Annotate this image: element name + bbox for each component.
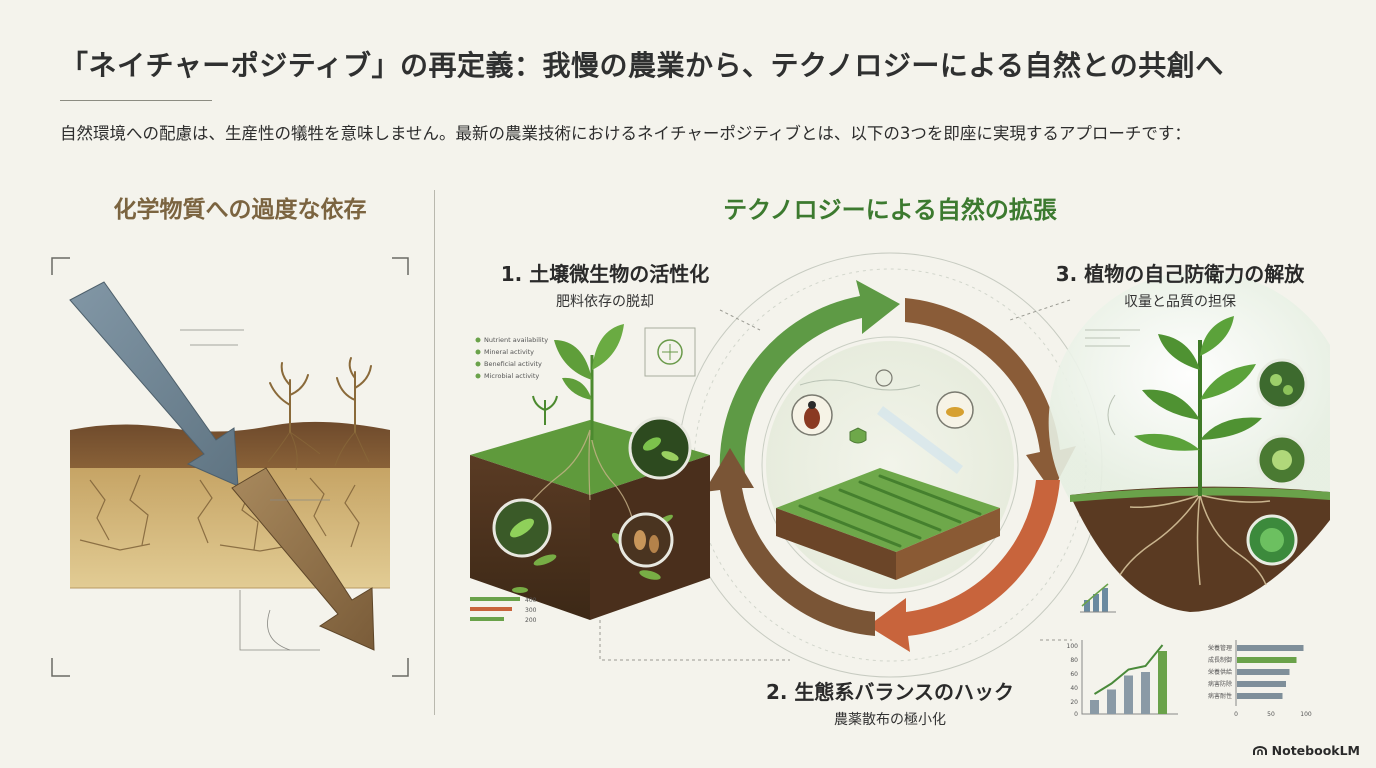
trend-bar: [1107, 689, 1116, 714]
page-title: 「ネイチャーポジティブ」の再定義：我慢の農業から、テクノロジーによる自然との共創…: [60, 49, 1224, 82]
yield-trend-chart: 100 80 60 40 20 0: [1067, 640, 1178, 718]
chart-y-tick: 0: [1074, 711, 1078, 718]
notebooklm-logo-icon: [1252, 745, 1267, 755]
hbar: [1237, 693, 1283, 699]
step-title: 3. 植物の自己防衛力の解放: [1055, 262, 1305, 286]
soil-legend-item: Beneficial activity: [484, 360, 542, 368]
soil-legend-item: Microbial activity: [484, 372, 539, 380]
soil-mini-bars: 400 300 200: [470, 597, 537, 624]
hbar: [1237, 681, 1286, 687]
chart-y-tick: 40: [1070, 685, 1078, 692]
hbar-label: 病害耐性: [1208, 692, 1232, 700]
right-panel-heading: テクノロジーによる自然の拡張: [723, 196, 1057, 224]
effect-hbar-chart: 栄養管理 成長制御 栄養供給 病害防除 病害耐性 0 50 100: [1208, 640, 1312, 718]
page-subtitle: 自然環境への配慮は、生産性の犠牲を意味しません。最新の農業技術におけるネイチャー…: [60, 124, 1191, 143]
chemical-dependency-arrows: [69, 281, 375, 651]
hbar: [1237, 657, 1297, 663]
trend-bar: [1141, 672, 1150, 714]
hbar-label: 栄養管理: [1208, 644, 1232, 652]
hbar-label: 病害防除: [1208, 680, 1232, 688]
step-subtitle: 収量と品質の担保: [1124, 294, 1236, 310]
soil-microbe-cube: [470, 324, 710, 620]
hbar-x-tick: 100: [1300, 711, 1312, 718]
left-panel-heading: 化学物質への過度な依存: [113, 197, 367, 223]
chart-y-tick: 100: [1067, 643, 1079, 650]
chart-y-tick: 20: [1070, 699, 1078, 706]
brand-name: NotebookLM: [1271, 743, 1360, 758]
hbar-label: 成長制御: [1208, 656, 1232, 664]
trend-line: [1093, 644, 1164, 695]
hbar-label: 栄養供給: [1208, 668, 1232, 676]
trend-bar: [1124, 675, 1133, 714]
soil-bar-value: 200: [525, 617, 537, 624]
panel-divider: [434, 190, 435, 715]
title-underline: [60, 100, 212, 101]
step-subtitle: 農薬散布の極小化: [834, 712, 946, 728]
small-growth-chart: [1080, 583, 1116, 613]
hbar: [1237, 669, 1290, 675]
hbar: [1237, 645, 1304, 651]
step-title: 2. 生態系バランスのハック: [765, 680, 1015, 704]
soil-bar-value: 300: [525, 607, 537, 614]
step-title: 1. 土壌微生物の活性化: [500, 262, 710, 286]
hbar-x-tick: 50: [1267, 711, 1275, 718]
notebooklm-watermark: NotebookLM: [1252, 743, 1360, 758]
soil-legend-item: Mineral activity: [484, 348, 534, 356]
step-soil-microbes: 1. 土壌微生物の活性化 肥料依存の脱却: [470, 258, 740, 311]
trend-bar: [1158, 651, 1167, 714]
left-frame-brackets: [51, 257, 409, 677]
soil-legend-item: Nutrient availability: [484, 336, 548, 344]
soil-bar-value: 400: [525, 597, 537, 604]
center-field-illustration: [766, 341, 1014, 589]
step-subtitle: 肥料依存の脱却: [556, 294, 654, 310]
hbar-x-tick: 0: [1234, 711, 1238, 718]
chart-y-tick: 80: [1070, 657, 1078, 664]
connector-lines: [599, 299, 1072, 661]
step-ecosystem-balance: 2. 生態系バランスのハック 農薬散布の極小化: [740, 676, 1040, 729]
step-plant-defense: 3. 植物の自己防衛力の解放 収量と品質の担保: [1030, 258, 1330, 311]
trend-bar: [1090, 700, 1099, 714]
soil-legend: Nutrient availability Mineral activity B…: [475, 336, 548, 380]
chart-y-tick: 60: [1070, 671, 1078, 678]
plant-self-defense-illustration: [1048, 271, 1330, 612]
